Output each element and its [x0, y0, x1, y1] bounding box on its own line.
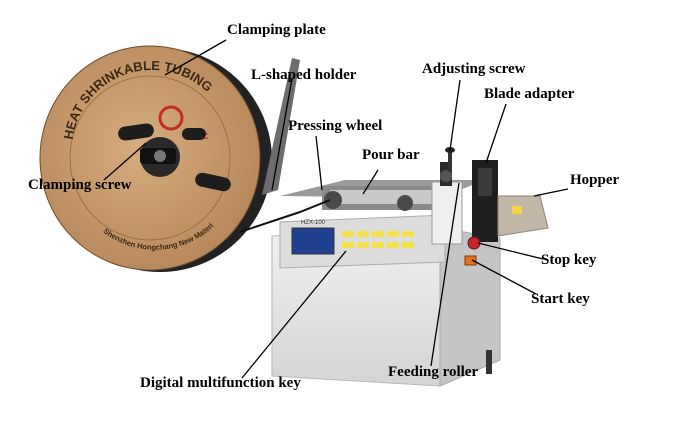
keypad-button[interactable] [402, 231, 414, 237]
leader-stop-key [477, 242, 544, 260]
label-pressing-wheel: Pressing wheel [288, 118, 383, 134]
tubing [239, 199, 331, 233]
start-key-button[interactable] [464, 255, 477, 266]
leader-blade-adapter [485, 103, 507, 164]
leader-clamping-plate [164, 39, 227, 76]
reel-inner-ring [69, 75, 231, 241]
keypad-button[interactable] [357, 231, 369, 237]
blade-adapter-detail [478, 168, 492, 196]
hopper [497, 195, 549, 237]
tubing-reel: HEAT SHRINKABLE TUBING Shenzhen Hongchan… [0, 0, 272, 272]
leader-start-key [471, 259, 537, 295]
leader-adjusting-screw [449, 79, 461, 151]
adjusting-screw [448, 150, 452, 172]
model-label: HZX-100 [301, 220, 326, 226]
label-adjusting-screw: Adjusting screw [422, 61, 526, 77]
leader-clamping-screw [103, 142, 147, 181]
label-feeding-roller: Feeding roller [388, 364, 479, 380]
leader-pressing-wheel [315, 135, 323, 191]
digital-keypad[interactable] [342, 231, 414, 248]
reel-logo-icon [158, 105, 184, 131]
keypad-button[interactable] [342, 242, 354, 248]
keypad-button[interactable] [387, 231, 399, 237]
label-clamping-plate: Clamping plate [227, 22, 326, 38]
label-digital-multifunction-key: Digital multifunction key [140, 375, 301, 391]
leader-pour-bar [362, 169, 379, 195]
keypad-button[interactable] [342, 231, 354, 237]
reel-slot [118, 123, 154, 141]
leader-lines [103, 39, 569, 379]
keypad-button[interactable] [357, 242, 369, 248]
leader-l-shaped-holder [271, 78, 293, 191]
keypad-button[interactable] [387, 242, 399, 248]
keypad-button[interactable] [372, 231, 384, 237]
pressing-wheel-part-2 [397, 195, 413, 211]
l-shaped-holder [262, 58, 300, 195]
hopper-warning-label [512, 206, 522, 214]
leader-hopper [533, 188, 569, 197]
label-start-key: Start key [531, 291, 590, 307]
leader-digital-multifunction-key [241, 250, 347, 379]
keypad-button[interactable] [402, 242, 414, 248]
label-hopper: Hopper [570, 172, 620, 188]
cutting-machine: HZX-100 [271, 147, 549, 387]
machine-leg [486, 350, 492, 374]
label-clamping-screw: Clamping screw [28, 177, 132, 193]
clamping-screw-icon [154, 150, 166, 162]
reel-slot [182, 128, 206, 140]
label-l-shaped-holder: L-shaped holder [251, 67, 357, 83]
feeding-roller-knob [440, 170, 452, 182]
lcd-display [291, 227, 335, 255]
pressing-wheel-part [324, 191, 342, 209]
label-pour-bar: Pour bar [362, 147, 420, 163]
label-blade-adapter: Blade adapter [484, 86, 575, 102]
pour-bar [330, 190, 434, 204]
keypad-button[interactable] [372, 242, 384, 248]
leader-feeding-roller [430, 182, 460, 367]
label-stop-key: Stop key [541, 252, 597, 268]
reel-slot [195, 172, 231, 192]
